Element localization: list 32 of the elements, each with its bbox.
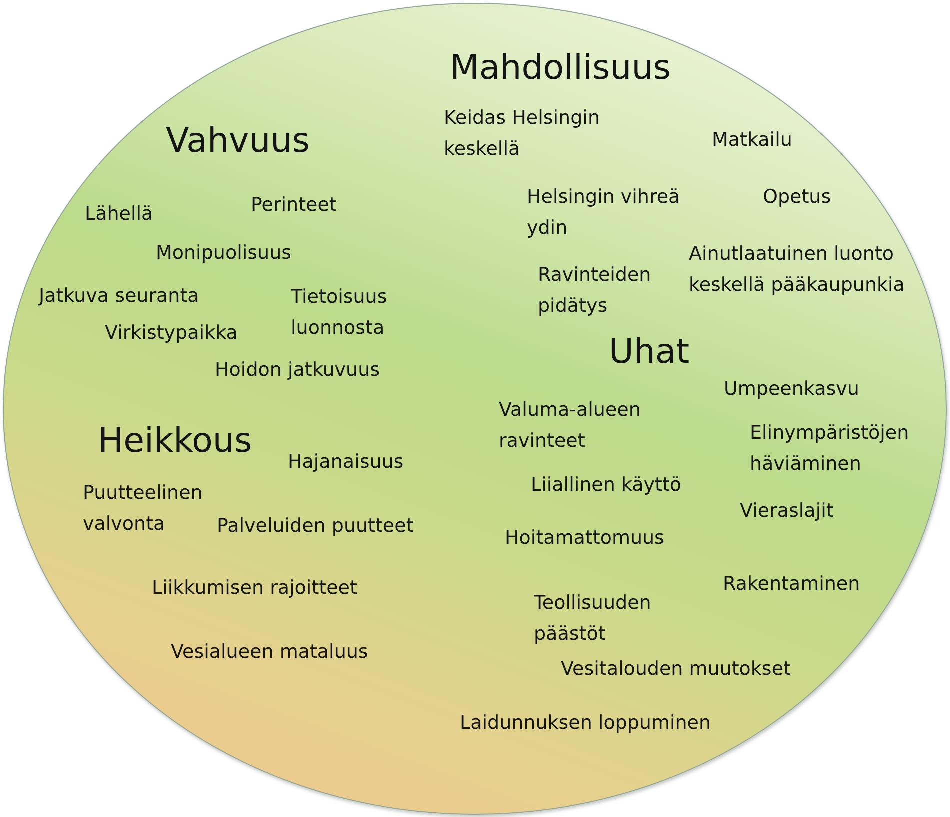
keyword-text: Palveluiden puutteet [217,514,414,538]
keyword-text: Rakentaminen [723,572,860,596]
keyword-text: Helsingin vihreä ydin [527,184,682,240]
keyword-text: Opetus [763,184,832,210]
section-heading: Uhat [609,331,690,374]
keyword-text: Hoitamattomuus [505,526,664,550]
keyword-text: Liiallinen käyttö [531,472,682,498]
section-heading: Heikkous [98,420,252,463]
keyword-text: Valuma-alueen ravinteet [499,398,642,454]
keyword-text: Puutteelinen valvonta [83,480,204,536]
keyword-text: Ravinteiden pidätys [538,262,652,318]
keyword-text: Virkistypaikka [105,320,238,346]
keyword-text: Vieraslajit [740,498,834,524]
section-heading: Mahdollisuus [450,47,671,90]
keyword-text: Lähellä [85,202,154,226]
keyword-text: Teollisuuden päästöt [534,590,652,646]
section-heading: Vahvuus [166,120,310,163]
keyword-text: Vesitalouden muutokset [561,656,791,682]
keyword-text: Perinteet [251,192,337,218]
keyword-text: Hajanaisuus [288,450,404,474]
keyword-text: Tietoisuus luonnosta [291,284,388,340]
keyword-text: Monipuolisuus [156,240,292,266]
keyword-text: Elinympäristöjen häviäminen [750,420,910,476]
keyword-text: Laidunnuksen loppuminen [460,710,712,736]
keyword-text: Hoidon jatkuvuus [215,358,380,382]
keyword-text: Jatkuva seuranta [39,284,200,308]
keyword-text: Liikkumisen rajoitteet [152,576,358,600]
keyword-text: Ainutlaatuinen luonto keskellä pääkaupunkia [689,242,906,298]
keyword-text: Matkailu [712,128,792,152]
keyword-text: Umpeenkasvu [724,376,860,402]
keyword-text: Keidas Helsingin keskellä [444,106,601,162]
keyword-text: Vesialueen mataluus [171,640,368,664]
